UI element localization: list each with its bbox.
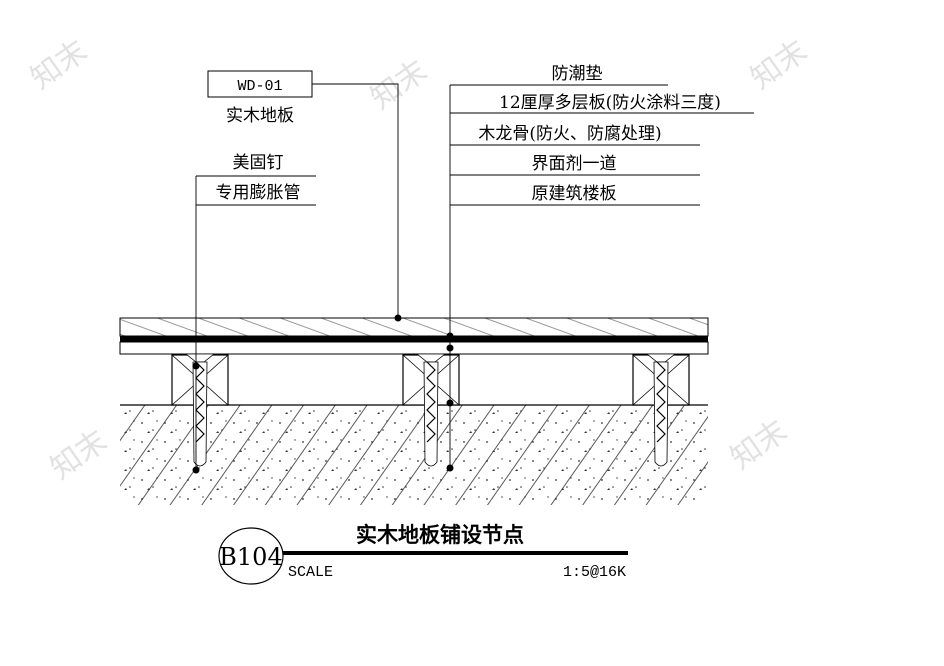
scale-label: SCALE <box>288 564 333 581</box>
detail-title: 实木地板铺设节点 <box>356 522 524 547</box>
svg-text:知末: 知末 <box>25 33 94 96</box>
left-callout: 美固钉 专用膨胀管 <box>192 153 316 474</box>
scale-value: 1:5@16K <box>563 564 626 581</box>
plywood-layer <box>119 341 709 355</box>
svg-text:知末: 知末 <box>725 413 794 476</box>
anchor-screw-3 <box>645 353 677 467</box>
material-tag: WD-01 实木地板 <box>207 70 313 126</box>
callout-layer-4: 界面剂一道 <box>532 154 617 174</box>
callout-layer-3: 木龙骨(防火、防腐处理) <box>478 124 661 144</box>
material-code: WD-01 <box>237 78 282 95</box>
callout-layer-5: 原建筑楼板 <box>532 184 617 204</box>
anchor-screw-1 <box>184 353 216 467</box>
svg-text:知末: 知末 <box>365 53 434 116</box>
layer-callouts: 防潮垫 12厘厚多层板(防火涂料三度) 木龙骨(防火、防腐处理) 界面剂一道 原… <box>446 64 754 472</box>
hardwood-floor-layer <box>119 317 709 337</box>
callout-anchor: 专用膨胀管 <box>216 183 301 203</box>
anchor-screw-2 <box>415 353 447 467</box>
title-block: B104 实木地板铺设节点 SCALE 1:5@16K <box>218 522 628 585</box>
svg-text:知末: 知末 <box>45 423 114 486</box>
moisture-pad-layer <box>120 336 708 342</box>
concrete-slab <box>120 404 708 505</box>
callout-nail: 美固钉 <box>233 153 284 173</box>
callout-layer-1: 防潮垫 <box>552 64 603 84</box>
leader-dot <box>394 314 402 322</box>
callout-layer-2: 12厘厚多层板(防火涂料三度) <box>499 93 721 113</box>
svg-text:知末: 知末 <box>745 33 814 96</box>
material-name: 实木地板 <box>226 106 294 126</box>
detail-number: B104 <box>219 543 282 571</box>
